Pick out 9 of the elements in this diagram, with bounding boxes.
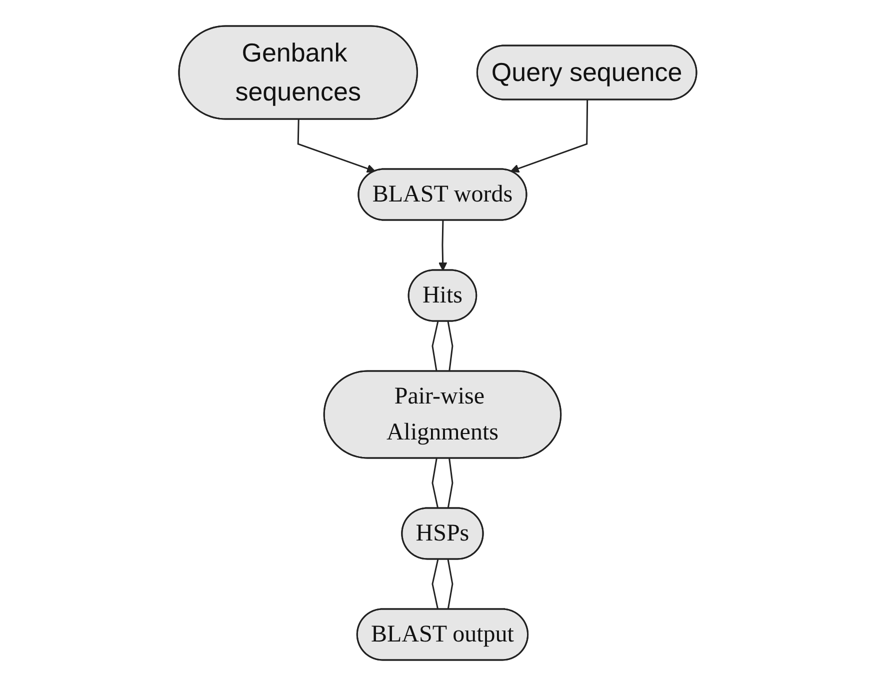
connector bbox=[432, 558, 439, 610]
arrow bbox=[510, 99, 588, 172]
connector bbox=[448, 320, 454, 372]
connector bbox=[432, 458, 439, 508]
connector bbox=[448, 458, 454, 508]
connector bbox=[448, 558, 454, 610]
connector bbox=[432, 320, 439, 372]
arrow bbox=[438, 220, 448, 270]
arrow bbox=[298, 118, 376, 172]
